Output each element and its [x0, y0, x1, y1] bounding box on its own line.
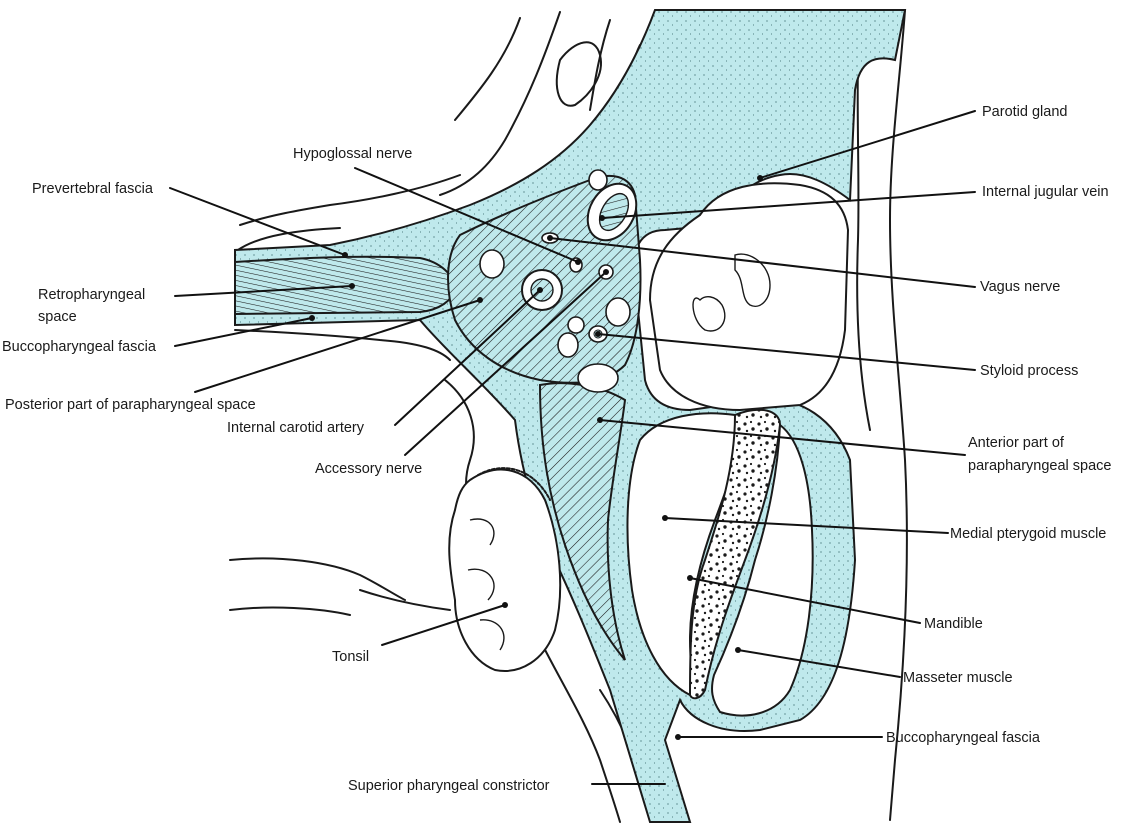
labels: Hypoglossal nerve Prevertebral fascia Re…: [2, 104, 1112, 794]
leader-endpoints: [309, 175, 763, 740]
anterior-parapharyngeal-region: [538, 382, 627, 661]
label-superior-pharyngeal-constrictor: Superior pharyngeal constrictor: [348, 778, 550, 794]
label-buccopharyngeal-fascia-right: Buccopharyngeal fascia: [886, 730, 1041, 746]
label-prevertebral-fascia: Prevertebral fascia: [32, 181, 154, 197]
mandible-region: [688, 408, 782, 700]
masseter-region: [711, 423, 814, 717]
label-retropharyngeal-space-2: space: [38, 309, 77, 325]
label-hypoglossal-nerve: Hypoglossal nerve: [293, 146, 412, 162]
label-styloid-process: Styloid process: [980, 363, 1078, 379]
label-posterior-parapharyngeal: Posterior part of parapharyngeal space: [5, 397, 256, 413]
retropharyngeal-space-region: [234, 255, 457, 316]
label-masseter-muscle: Masseter muscle: [903, 670, 1013, 686]
label-anterior-parapharyngeal-1: Anterior part of: [968, 435, 1065, 451]
label-internal-carotid-artery: Internal carotid artery: [227, 420, 365, 436]
label-tonsil: Tonsil: [332, 649, 369, 665]
label-anterior-parapharyngeal-2: parapharyngeal space: [968, 458, 1112, 474]
label-accessory-nerve: Accessory nerve: [315, 461, 422, 477]
label-parotid-gland: Parotid gland: [982, 104, 1067, 120]
label-buccopharyngeal-fascia-left: Buccopharyngeal fascia: [2, 339, 157, 355]
leader-lines: [169, 110, 976, 785]
tonsil-region: [448, 468, 562, 672]
label-vagus-nerve: Vagus nerve: [980, 279, 1060, 295]
label-retropharyngeal-space-1: Retropharyngeal: [38, 287, 145, 303]
label-internal-jugular-vein: Internal jugular vein: [982, 184, 1109, 200]
label-mandible: Mandible: [924, 616, 983, 632]
label-medial-pterygoid-muscle: Medial pterygoid muscle: [950, 526, 1106, 542]
